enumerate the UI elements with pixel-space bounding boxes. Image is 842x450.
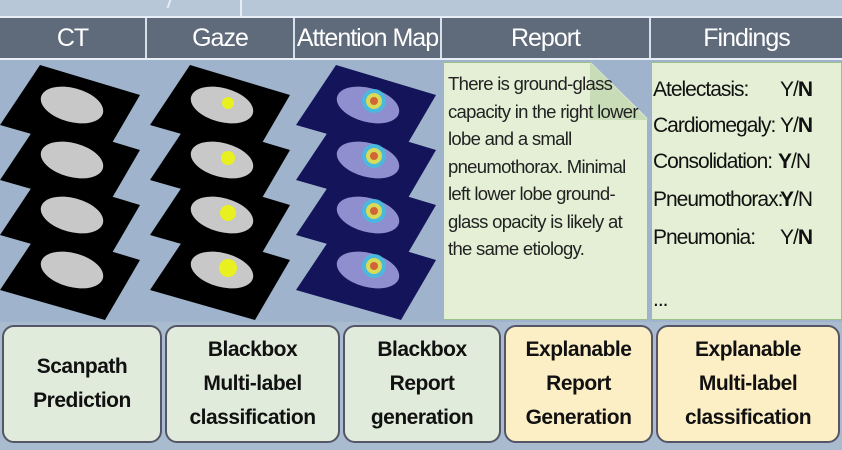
finding-value: Y/N [780, 78, 813, 102]
finding-row: Consolidation:Y/N [653, 150, 811, 174]
finding-no: N [797, 78, 813, 101]
findings-more: ... [653, 288, 668, 311]
finding-value: Y/N [780, 114, 813, 138]
task-line: Scanpath [36, 355, 128, 378]
finding-row: Atelectasis: Y/N [653, 78, 813, 102]
finding-sep: / [791, 150, 797, 173]
finding-row: Pneumonia: Y/N [653, 226, 813, 250]
ct-slice [0, 230, 140, 320]
task-line: Generation [525, 406, 632, 429]
task-line: classification [189, 406, 316, 429]
finding-label: Consolidation: [653, 150, 773, 173]
finding-yes: Y [780, 114, 794, 137]
findings-panel [651, 62, 842, 320]
finding-no: N [797, 226, 813, 249]
ct-slice [296, 120, 436, 210]
header-gaze: Gaze [147, 18, 295, 58]
header-ct: CT [0, 18, 147, 58]
task-line: Multi-label [203, 372, 302, 395]
task-line: Report [546, 372, 611, 395]
header-attention-map: Attention Map [295, 18, 442, 58]
task-line: Prediction [33, 389, 131, 412]
finding-yes: Y [780, 188, 794, 211]
finding-label: Pneumonia: [653, 226, 756, 249]
ct-slice [150, 230, 290, 320]
finding-value: Y/N [780, 188, 813, 212]
finding-yes: Y [780, 78, 794, 101]
finding-sep: / [793, 188, 799, 211]
column-header: CT Gaze Attention Map Report Findings [0, 18, 842, 60]
finding-no: N [797, 114, 813, 137]
finding-sep: / [793, 226, 799, 249]
finding-row: Pneumothorax:Y/N [653, 188, 813, 212]
task-line: Blackbox [377, 338, 467, 361]
task-line: Explanable [695, 338, 801, 361]
task-line: classification [684, 406, 812, 429]
finding-value: Y/N [778, 150, 811, 174]
header-findings: Findings [703, 23, 791, 52]
finding-no: N [795, 150, 811, 173]
top-strip [0, 0, 842, 18]
ct-slice-stacks [0, 65, 436, 320]
header-report: Report [442, 18, 651, 58]
report-text: There is ground-glass capacity in the ri… [448, 73, 639, 259]
task-line: Blackbox [207, 338, 298, 361]
finding-yes: Y [780, 226, 794, 249]
finding-label: Cardiomegaly: [653, 114, 776, 137]
finding-no: N [797, 188, 813, 211]
task-line: Multi-label [698, 372, 798, 395]
finding-label: Atelectasis: [653, 78, 749, 101]
finding-value: Y/N [780, 226, 813, 250]
finding-yes: Y [778, 150, 792, 173]
ct-slice [296, 230, 436, 320]
finding-row: Cardiomegaly:Y/N [653, 114, 813, 138]
task-line: Explanable [525, 338, 632, 361]
finding-sep: / [793, 78, 799, 101]
finding-label: Pneumothorax: [653, 188, 783, 211]
finding-sep: / [793, 114, 799, 137]
task-line: Report generation [370, 372, 474, 429]
